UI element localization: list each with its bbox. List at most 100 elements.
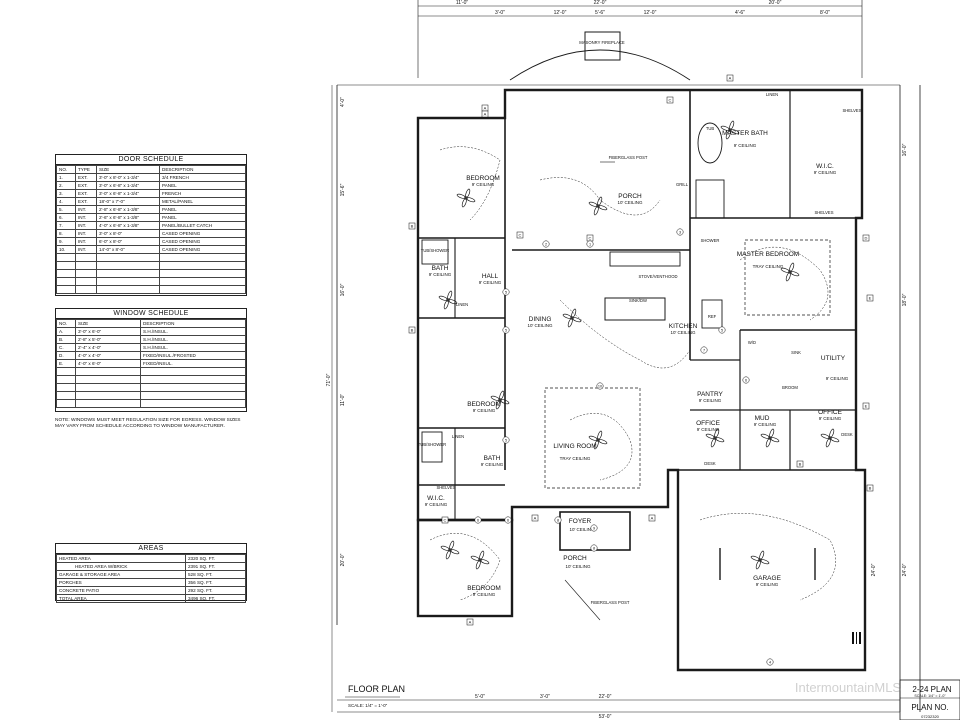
window-tag: C: [441, 516, 449, 524]
title-block-scale: SCALE: 1/4" = 1'-0": [914, 694, 946, 698]
window-tag: B: [408, 326, 416, 334]
fixture-label: FIBERGLASS POST: [591, 600, 630, 605]
door-tag: 8: [590, 544, 598, 552]
ceiling-fan-icon: [820, 428, 840, 448]
living-tray-ceiling: [544, 387, 641, 489]
room-label: UTILITY: [821, 355, 846, 362]
svg-text:B: B: [869, 486, 872, 491]
room-ceiling: 9' CEILING: [697, 427, 720, 432]
door-tag: 3: [676, 228, 684, 236]
dimension-text: 24'-0": [902, 563, 908, 576]
room-label: KITCHEN: [669, 323, 698, 330]
fixture-label: TUB: [706, 126, 715, 131]
empty-schedule-row: [56, 285, 246, 294]
wiring-path: [429, 533, 501, 601]
wiring-path: [539, 177, 661, 216]
room-label: HALL: [482, 273, 499, 280]
room-label: MASTER BATH: [722, 130, 768, 137]
dimension-text: 22'-0": [599, 694, 612, 700]
fixture-label: MASONRY FIREPLACE: [579, 40, 625, 45]
window-tag: E: [862, 402, 870, 410]
door-tag: 6: [504, 516, 512, 524]
room-ceiling: 9' CEILING: [819, 416, 842, 421]
ceiling-fan-icon: [562, 308, 582, 328]
fixture-label: LINEN: [766, 92, 778, 97]
door-schedule-title: DOOR SCHEDULE: [56, 155, 246, 165]
areas-title: AREAS: [56, 544, 246, 554]
svg-text:B: B: [411, 224, 414, 229]
fixture-label: SHOWER: [701, 238, 720, 243]
room-ceiling: 9' CEILING: [826, 376, 849, 381]
fixture-label: FIBERGLASS POST: [609, 155, 648, 160]
floor-plan-scale: SCALE: 1/4" = 1'-0": [348, 703, 388, 708]
svg-text:2: 2: [545, 243, 547, 247]
room-ceiling: 10' CEILING: [569, 527, 595, 532]
front-post-leader: [564, 579, 601, 621]
ceiling-fan-icon: [456, 188, 476, 208]
fixture-label: SINK: [791, 350, 801, 355]
fixture-label: STOVE/VENTHOOD: [638, 274, 677, 279]
door-tag: 8: [554, 516, 562, 524]
room-label: PANTRY: [697, 391, 723, 398]
fixture-label: SHELVES: [814, 210, 833, 215]
door-tag: 5: [718, 326, 726, 334]
dimension-text: 12'-0": [554, 10, 567, 16]
dimension-text: 4'-6": [735, 10, 745, 16]
fixture-label: LINEN: [456, 302, 468, 307]
plan-number: 07232320: [921, 714, 940, 719]
svg-text:5: 5: [721, 329, 723, 333]
wiring-path: [699, 513, 836, 601]
west-tub: [421, 239, 449, 265]
kitchen-island: [604, 297, 666, 321]
dimension-text: 11'-0": [340, 394, 346, 407]
wiring-path: [569, 413, 633, 481]
fixture-label: DESK: [841, 432, 853, 437]
window-schedule-note: NOTE: WINDOWS MUST MEET REGULATION SIZE …: [55, 418, 241, 429]
title-block-label: 2-24 PLAN: [912, 685, 951, 694]
room-ceiling: 10' CEILING: [617, 200, 643, 205]
room-ceiling: 9' CEILING: [473, 592, 496, 597]
room-ceiling: 9' CEILING: [479, 280, 502, 285]
svg-text:D: D: [865, 236, 868, 241]
svg-text:B: B: [411, 328, 414, 333]
room-label: W.I.C.: [427, 495, 445, 502]
fixture-label: SHELVES: [436, 485, 455, 490]
svg-text:6: 6: [477, 519, 479, 523]
window-tag: A: [481, 110, 489, 118]
room-ceiling: 9' CEILING: [481, 462, 504, 467]
door-tag: 6: [474, 516, 482, 524]
svg-text:C: C: [589, 236, 592, 241]
dimension-text: 5'-6": [595, 10, 605, 16]
window-tag: E: [866, 294, 874, 302]
room-label: MASTER BEDROOM: [737, 251, 799, 258]
room-label: DINING: [529, 316, 552, 323]
dimension-text: 53'-0": [599, 714, 612, 720]
ceiling-fan-icon: [750, 550, 770, 570]
room-ceiling: TRAY CEILING: [560, 456, 591, 461]
door-tag: 5: [502, 436, 510, 444]
areas-cell: 3496 SQ. FT.: [185, 594, 246, 603]
window-tag: A: [648, 514, 656, 522]
room-ceiling: 9' CEILING: [425, 502, 448, 507]
fixture-label: REF: [708, 314, 717, 319]
svg-text:6: 6: [507, 519, 509, 523]
mid-tub: [421, 431, 443, 463]
svg-text:7: 7: [703, 349, 705, 353]
svg-text:A: A: [651, 516, 654, 521]
ceiling-fan-icon: [440, 540, 460, 560]
dimension-text: 3'-0": [495, 10, 505, 16]
room-label: OFFICE: [696, 420, 720, 427]
svg-text:A: A: [534, 516, 537, 521]
window-schedule-title: WINDOW SCHEDULE: [56, 309, 246, 319]
ceiling-fan-icon: [438, 290, 458, 310]
fixture-label: LINEN: [452, 434, 464, 439]
ceiling-fans: [438, 120, 840, 570]
window-tag: D: [862, 234, 870, 242]
door-tag: 2: [542, 240, 550, 248]
window-tag: B: [866, 484, 874, 492]
floor-plan-title: FLOOR PLAN: [348, 684, 405, 694]
fireplace-arc: [509, 49, 691, 81]
room-label: FOYER: [569, 518, 592, 525]
room-label: W.I.C.: [816, 163, 834, 170]
window-tag: A: [481, 104, 489, 112]
